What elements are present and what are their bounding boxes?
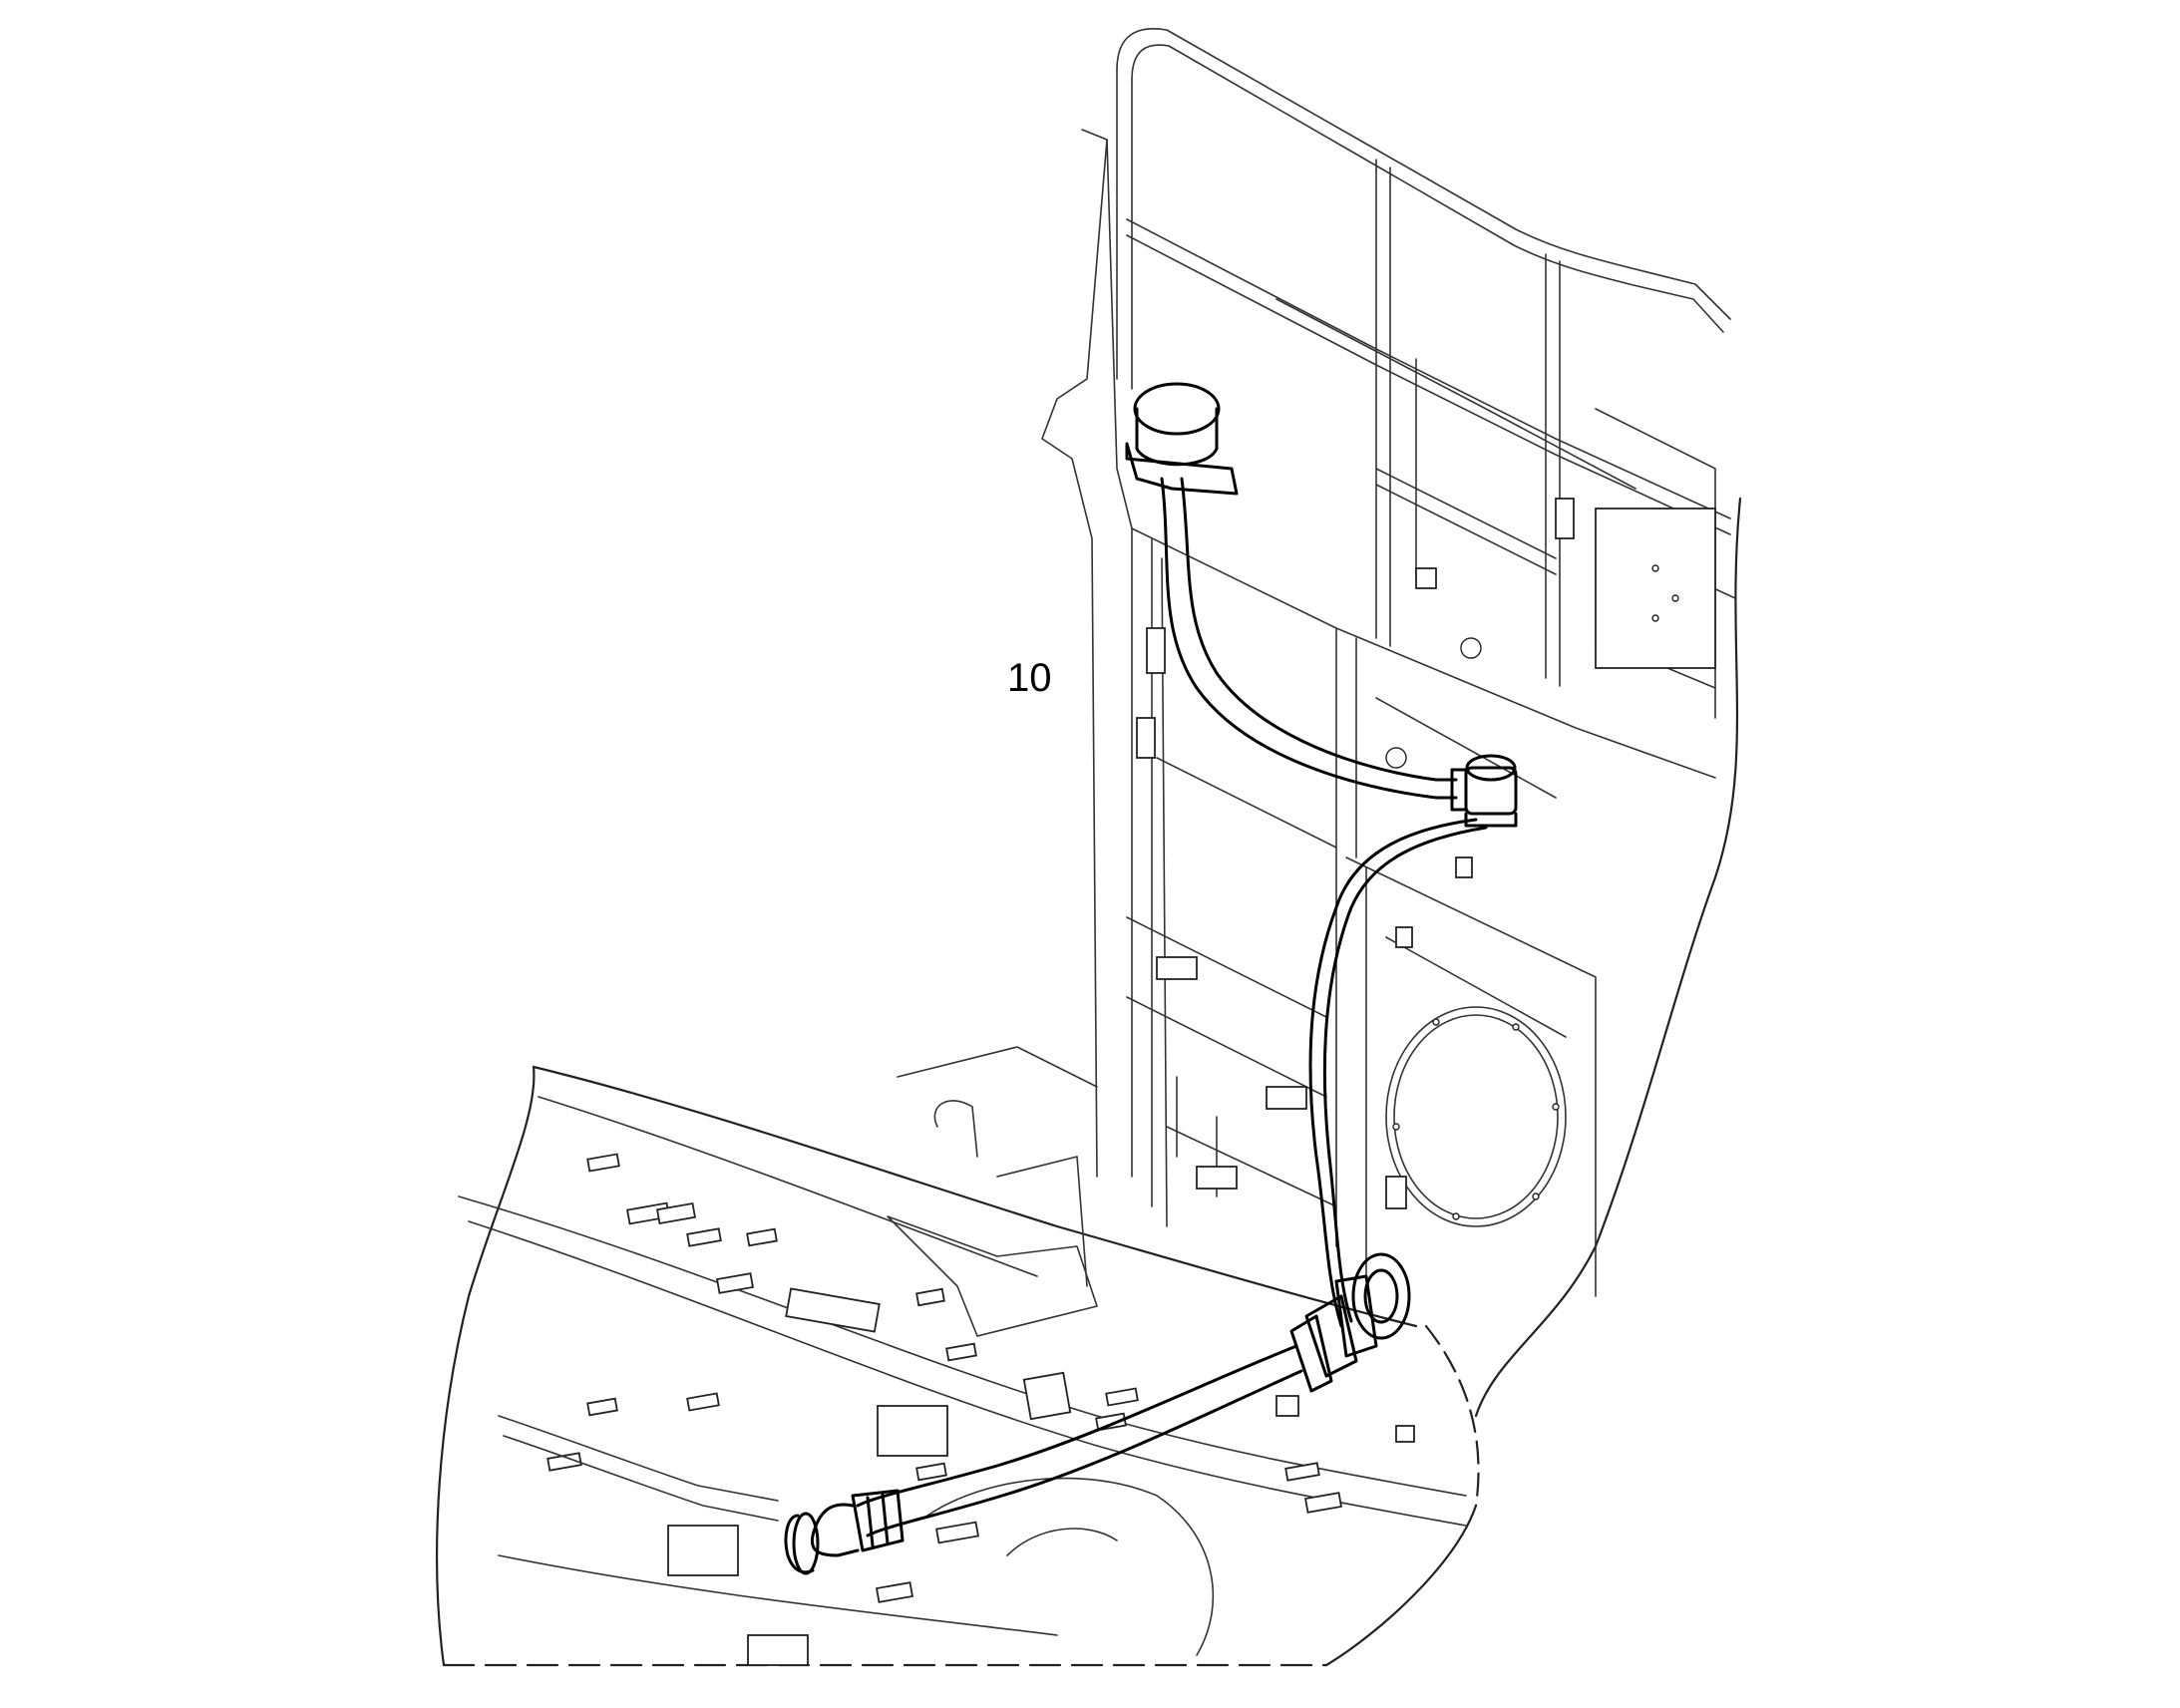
elbow-fitting — [784, 1503, 860, 1575]
hose-assembly — [784, 382, 1518, 1575]
floor-pads — [546, 1153, 1415, 1666]
frame-brackets — [1136, 498, 1716, 1209]
structure-boundary — [1474, 497, 1742, 1418]
expansion-tank — [1125, 382, 1239, 496]
guard-rail — [1116, 28, 1731, 687]
inspection-port — [1385, 1006, 1567, 1227]
vertical-frame — [1041, 129, 1736, 1297]
floor-details — [458, 1046, 1467, 1656]
callout-label: 10 — [1007, 656, 1052, 700]
floor-hose — [498, 1415, 779, 1522]
bulkhead-fitting — [1289, 1252, 1411, 1393]
floor-boundary — [436, 1065, 1480, 1667]
junction-fitting — [1450, 754, 1518, 828]
hose-sleeve — [851, 1489, 905, 1552]
